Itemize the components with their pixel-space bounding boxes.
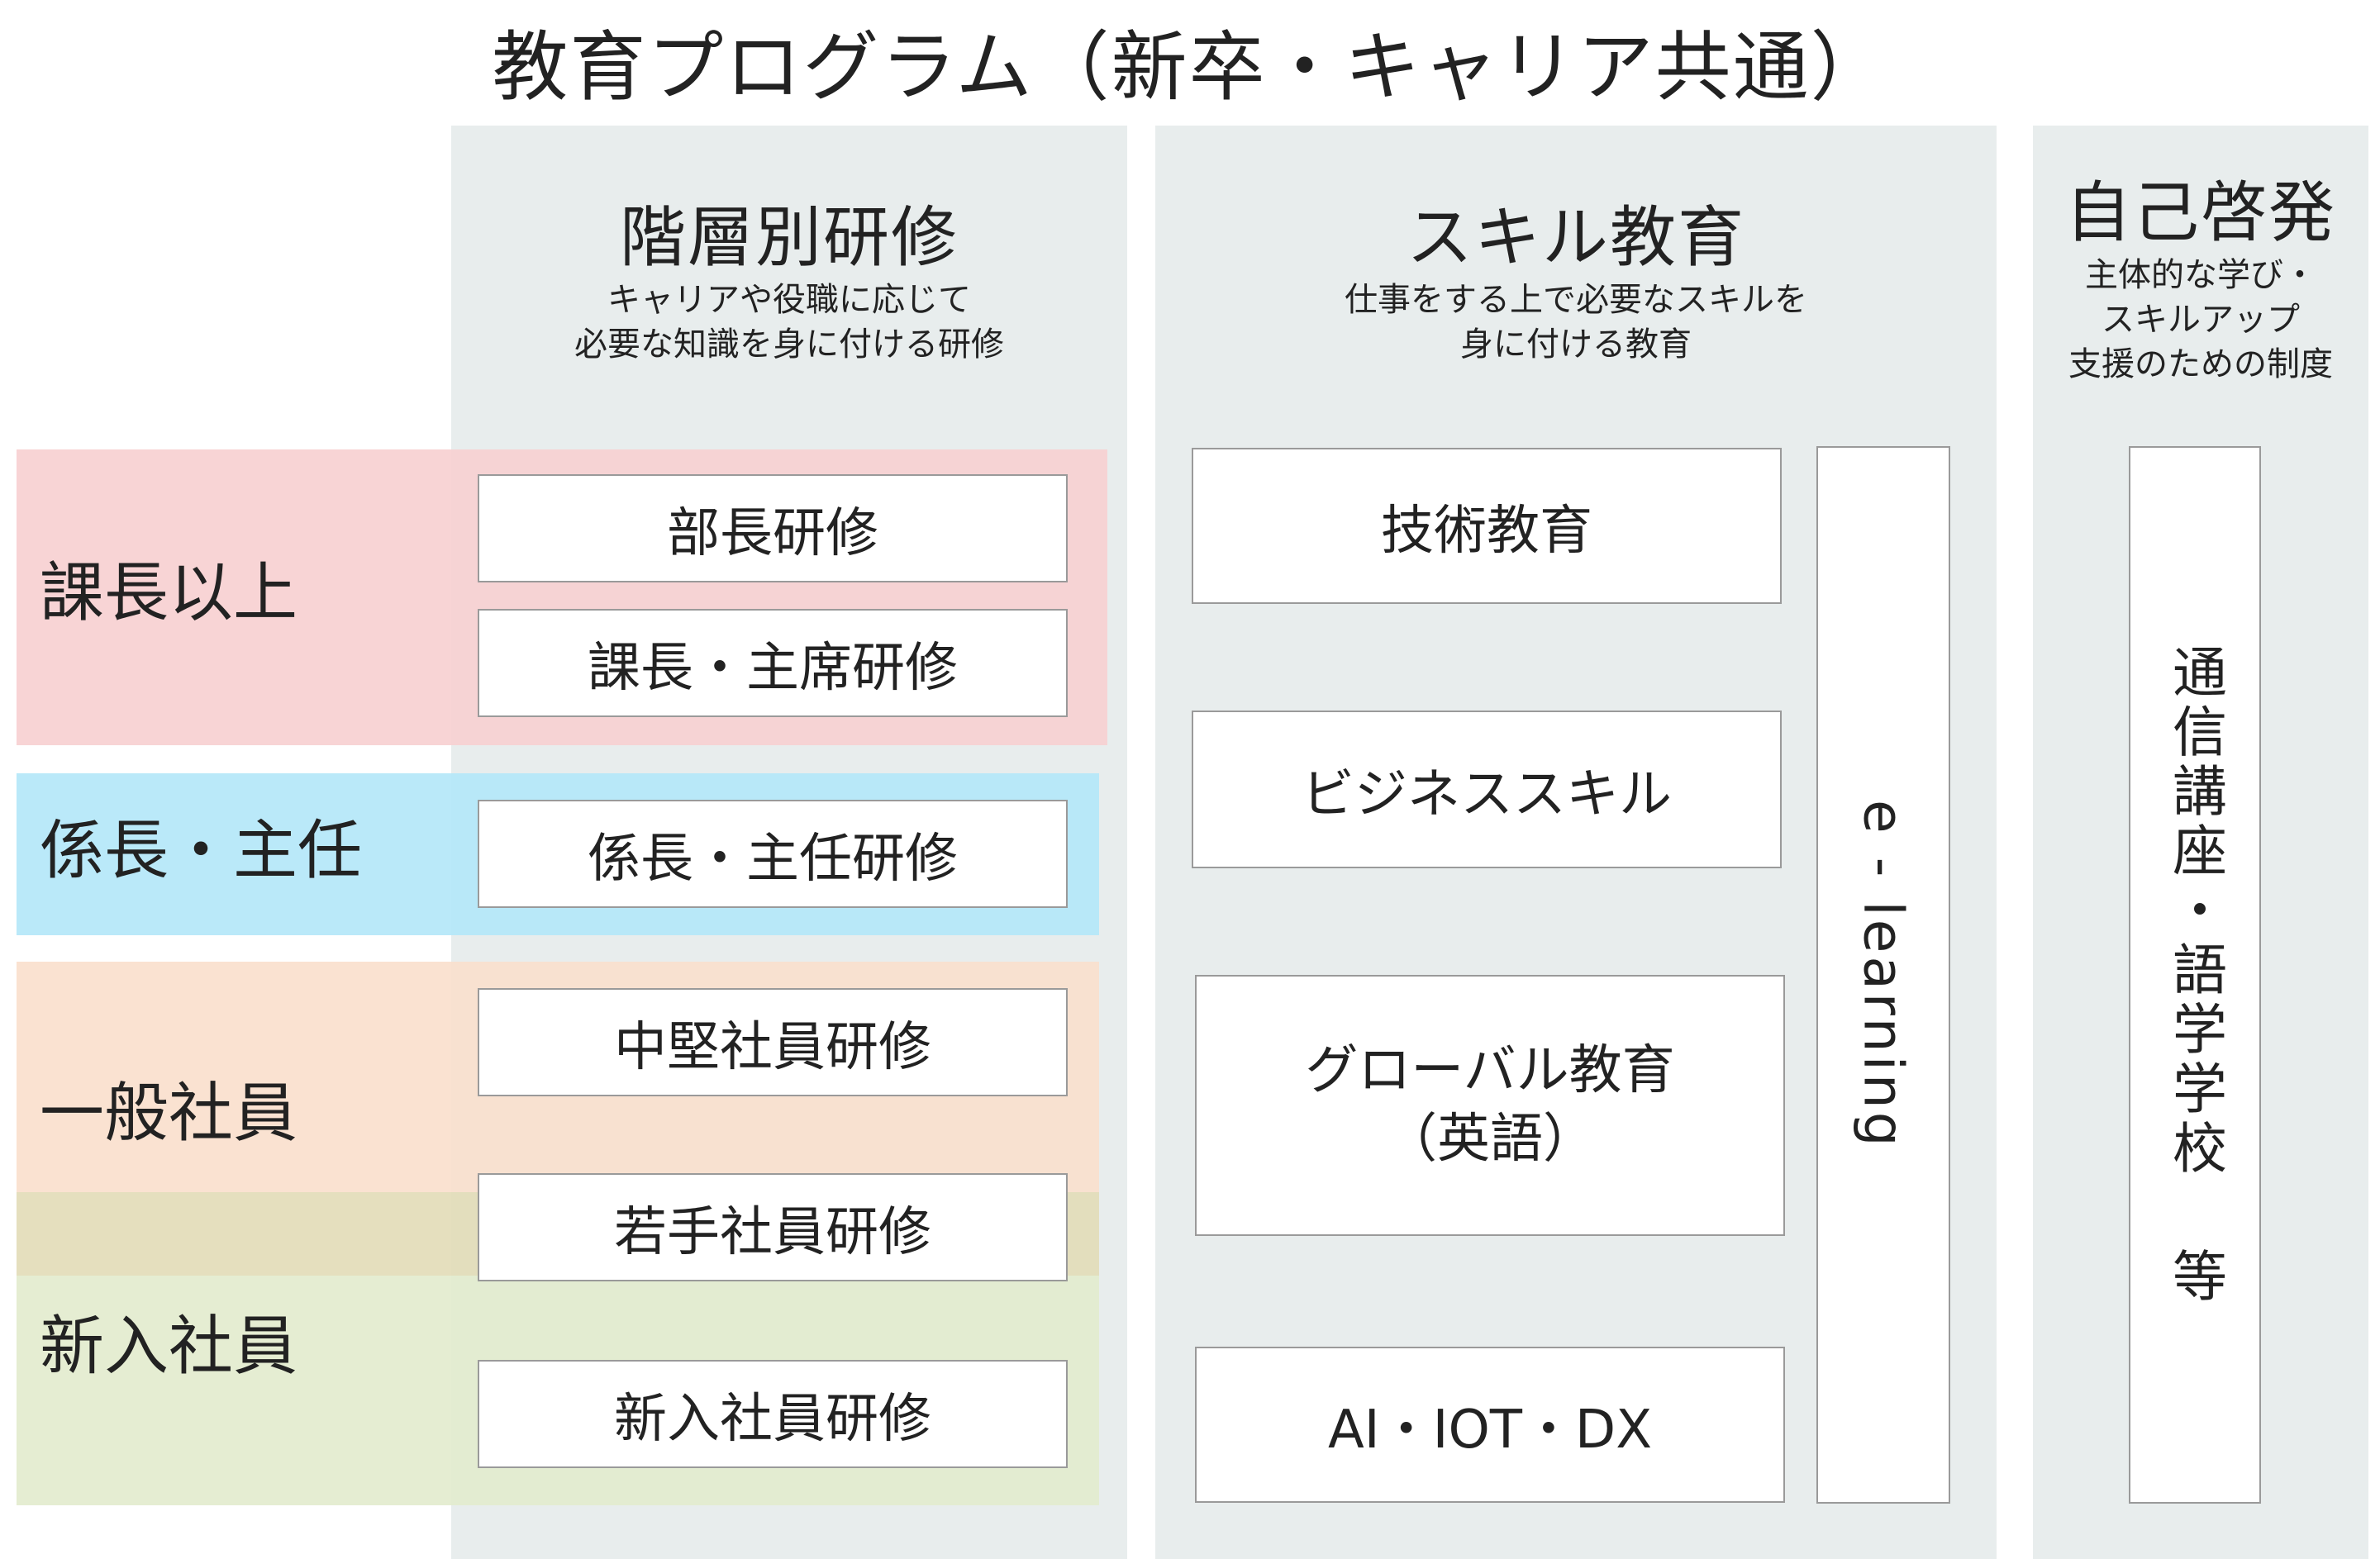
level-label-manager: 課長以上	[40, 556, 298, 630]
self-development-program: 通信講座・語学学校 等	[2129, 446, 2261, 1504]
training-chief: 係長・主任研修	[478, 800, 1068, 908]
skill-digital: AI・IOT・DX	[1195, 1347, 1785, 1503]
training-section-manager: 課長・主席研修	[478, 609, 1068, 717]
self-desc-line2: スキルアップ	[2102, 301, 2300, 339]
level-label-general: 一般社員	[40, 1077, 298, 1151]
training-young: 若手社員研修	[478, 1173, 1068, 1281]
training-newhire: 新入社員研修	[478, 1360, 1068, 1468]
skill-heading: スキル教育	[1407, 199, 1745, 276]
level-label-chief: 係長・主任	[40, 814, 363, 888]
self-desc-line1: 主体的な学び・	[2085, 256, 2316, 294]
hierarchy-desc-line1: キャリアや役職に応じて	[607, 281, 971, 319]
skill-business: ビジネススキル	[1192, 711, 1782, 868]
self-development-column-header: 自己啓発 主体的な学び・ スキルアップ 支援のための制度	[2033, 173, 2368, 387]
skill-desc-line1: 仕事をする上で必要なスキルを	[1345, 281, 1807, 319]
skill-global: グローバル教育 （英語）	[1195, 975, 1785, 1236]
training-mid-level: 中堅社員研修	[478, 988, 1068, 1096]
level-label-newhire: 新入社員	[40, 1309, 298, 1384]
skill-elearning: e - learning	[1816, 446, 1950, 1504]
skill-global-line2: （英語）	[1384, 1109, 1596, 1170]
skill-global-line1: グローバル教育	[1305, 1039, 1675, 1101]
training-dept-manager: 部長研修	[478, 474, 1068, 582]
hierarchy-desc-line2: 必要な知識を身に付ける研修	[574, 326, 1004, 364]
self-desc-line3: 支援のための制度	[2068, 345, 2333, 383]
self-development-heading: 自己啓発	[2065, 174, 2336, 251]
hierarchy-heading: 階層別研修	[620, 199, 959, 276]
skill-technical: 技術教育	[1192, 448, 1782, 604]
skill-desc-line2: 身に付ける教育	[1460, 326, 1692, 364]
skill-column-header: スキル教育 仕事をする上で必要なスキルを 身に付ける教育	[1155, 198, 1997, 367]
hierarchy-column-header: 階層別研修 キャリアや役職に応じて 必要な知識を身に付ける研修	[451, 198, 1127, 367]
page-title: 教育プログラム（新卒・キャリア共通）	[492, 23, 1888, 112]
